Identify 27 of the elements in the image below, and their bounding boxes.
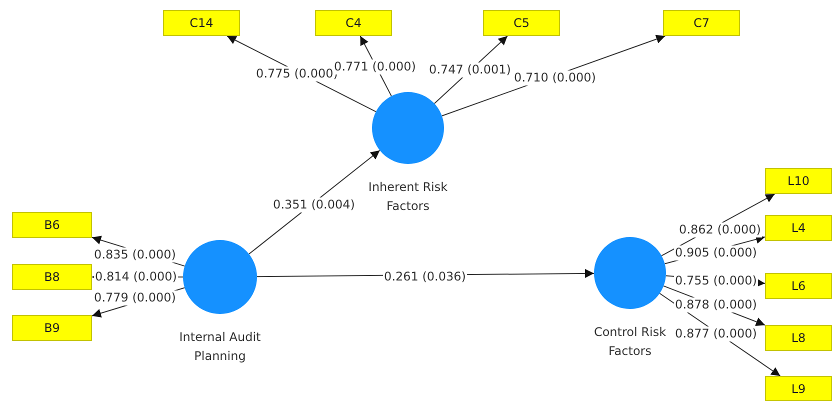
indicator-box: C4 <box>315 10 392 36</box>
edge-label: 0.835 (0.000) <box>93 248 177 262</box>
edge-label: 0.779 (0.000) <box>93 290 177 306</box>
edge-label: 0.905 (0.000) <box>674 246 758 260</box>
indicator-box: L6 <box>765 273 832 299</box>
edge-label: 0.351 (0.004) <box>272 198 356 212</box>
construct-name: Inherent Risk Factors <box>367 179 449 215</box>
indicator-box: B6 <box>12 212 92 238</box>
edge-label: 0.755 (0.000) <box>674 274 758 288</box>
edge-label: 0.747 (0.001) <box>428 62 512 78</box>
edge-label: 0.771 (0.000) <box>333 60 417 74</box>
indicator-box: L4 <box>765 215 832 241</box>
construct-name: Internal Audit Planning <box>178 329 262 365</box>
edge-label: 0.862 (0.000) <box>678 222 762 238</box>
indicator-box: C14 <box>163 10 240 36</box>
indicator-box: B8 <box>12 264 92 290</box>
edge-label: 0.878 (0.000) <box>674 298 758 312</box>
indicator-box: B9 <box>12 315 92 341</box>
indicator-box: L10 <box>765 168 832 194</box>
edge-label: 0.710 (0.000) <box>513 70 597 86</box>
edge-label: 0.261 (0.036) <box>383 270 467 284</box>
indicator-box: L9 <box>765 376 832 401</box>
indicator-box: C5 <box>483 10 560 36</box>
edge-label: 0.814 (0.000) <box>94 270 178 284</box>
edge-label: 0.877 (0.000) <box>674 326 758 342</box>
indicator-box: C7 <box>663 10 740 36</box>
indicator-box: L8 <box>765 325 832 351</box>
